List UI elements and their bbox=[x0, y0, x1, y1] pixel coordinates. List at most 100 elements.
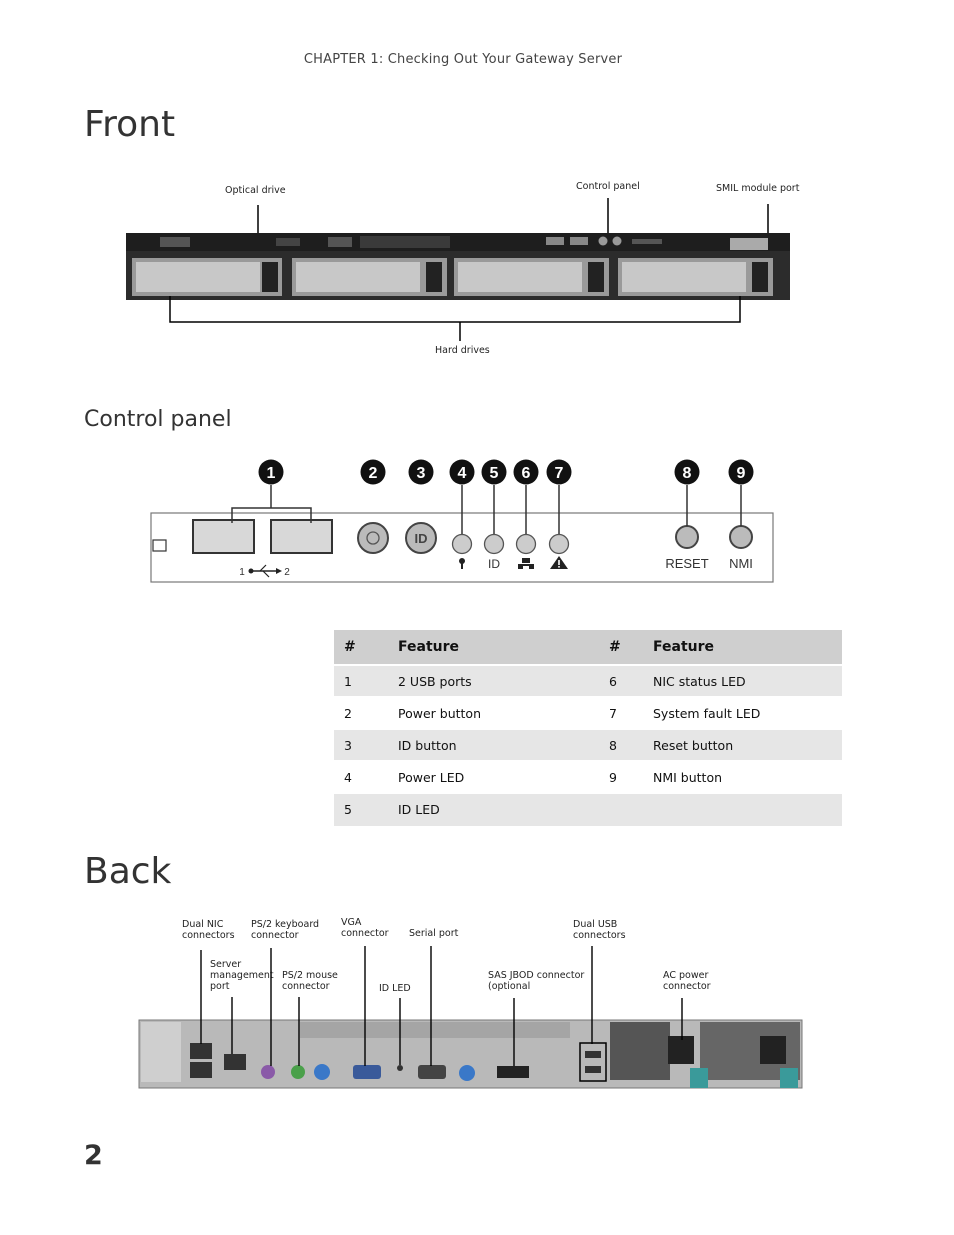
cell: 6 bbox=[599, 664, 652, 697]
cell: ID button bbox=[397, 728, 599, 761]
callout-line: SAS JBOD connector bbox=[488, 970, 585, 981]
callout-line: VGA bbox=[341, 917, 362, 928]
cell: 7 bbox=[599, 696, 652, 729]
table-row: 4 Power LED 9 NMI button bbox=[334, 760, 842, 793]
callout-serial: Serial port bbox=[409, 928, 458, 939]
key-icon bbox=[459, 558, 465, 569]
usb-1-label: 1 bbox=[239, 567, 245, 578]
cell bbox=[599, 792, 652, 826]
callout-id-led: ID LED bbox=[379, 983, 411, 994]
callout-control-panel: Control panel bbox=[576, 181, 640, 192]
drive-bay-1 bbox=[132, 258, 282, 296]
callout-hard-drives: Hard drives bbox=[435, 345, 490, 356]
badge-5 bbox=[481, 459, 507, 485]
callout-line: connectors bbox=[182, 930, 235, 941]
callout-line: Server bbox=[210, 959, 242, 970]
badge-7 bbox=[546, 459, 572, 485]
cell: 3 bbox=[334, 728, 397, 761]
badge-2 bbox=[360, 459, 386, 485]
badge-1-number: 1 bbox=[267, 465, 276, 482]
back-heading: Back bbox=[84, 851, 172, 892]
badge-5-number: 5 bbox=[490, 465, 499, 482]
callout-server-mgmt: Server management port bbox=[210, 959, 274, 992]
cell: NMI button bbox=[652, 760, 842, 793]
network-icon bbox=[518, 558, 534, 569]
callout-line: Dual NIC bbox=[182, 919, 224, 930]
id-led-label: ID bbox=[488, 557, 500, 571]
callout-line: connector bbox=[251, 930, 299, 941]
callout-line: connector bbox=[282, 981, 330, 992]
front-panel-diagram bbox=[126, 198, 790, 341]
cell: System fault LED bbox=[652, 696, 842, 729]
badge-8-number: 8 bbox=[683, 465, 692, 482]
callout-line: Serial port bbox=[409, 928, 459, 939]
badge-8 bbox=[674, 459, 700, 485]
badge-2-number: 2 bbox=[369, 465, 378, 482]
callout-dual-nic: Dual NIC connectors bbox=[182, 919, 235, 941]
callout-line: Dual USB bbox=[573, 919, 618, 930]
running-header: CHAPTER 1: Checking Out Your Gateway Ser… bbox=[303, 52, 623, 67]
reset-label: RESET bbox=[665, 556, 708, 571]
callout-smil-port: SMIL module port bbox=[716, 183, 800, 194]
badge-9-number: 9 bbox=[737, 465, 746, 482]
cell: 5 bbox=[334, 792, 397, 826]
col-number-1: # bbox=[334, 630, 397, 665]
col-number-2: # bbox=[599, 630, 652, 665]
cell: Reset button bbox=[652, 728, 842, 761]
control-panel-diagram: 1 2 3 4 5 6 7 8 9 ID ID RESET NMI 1 2 bbox=[150, 459, 774, 583]
cell: 4 bbox=[334, 760, 397, 793]
id-button-label: ID bbox=[415, 531, 428, 546]
cell: ID LED bbox=[397, 792, 599, 826]
drive-bay-2 bbox=[292, 258, 447, 296]
col-feature-2: Feature bbox=[652, 630, 842, 665]
usb-2-label: 2 bbox=[284, 567, 290, 578]
badge-4 bbox=[449, 459, 475, 485]
drive-bay-4 bbox=[618, 258, 773, 296]
table-row: 5 ID LED bbox=[334, 792, 842, 826]
badge-6-number: 6 bbox=[522, 465, 531, 482]
cell: 2 bbox=[334, 696, 397, 729]
callout-ps2-keyboard: PS/2 keyboard connector bbox=[251, 919, 319, 941]
warning-icon bbox=[550, 556, 568, 569]
callout-line: (optional bbox=[488, 981, 531, 992]
badge-1 bbox=[258, 459, 284, 485]
cell: 2 USB ports bbox=[397, 664, 599, 697]
callout-sas-jbod: SAS JBOD connector (optional bbox=[488, 970, 584, 992]
cell: 8 bbox=[599, 728, 652, 761]
callout-ps2-mouse: PS/2 mouse connector bbox=[282, 970, 338, 992]
callout-line: connector bbox=[663, 981, 711, 992]
cell: Power LED bbox=[397, 760, 599, 793]
cell: NIC status LED bbox=[652, 664, 842, 697]
cell bbox=[652, 792, 842, 826]
table-row: 2 Power button 7 System fault LED bbox=[334, 696, 842, 729]
callout-line: connectors bbox=[573, 930, 626, 941]
badge-7-number: 7 bbox=[555, 465, 564, 482]
page-number: 2 bbox=[84, 1140, 103, 1171]
col-feature-1: Feature bbox=[397, 630, 599, 665]
callout-line: port bbox=[210, 981, 230, 992]
control-panel-heading: Control panel bbox=[84, 407, 232, 432]
badge-6 bbox=[513, 459, 539, 485]
back-panel-diagram bbox=[138, 946, 803, 1089]
cell: 9 bbox=[599, 760, 652, 793]
badge-3-number: 3 bbox=[417, 465, 426, 482]
badge-9 bbox=[728, 459, 754, 485]
front-heading: Front bbox=[84, 104, 176, 145]
badge-3 bbox=[408, 459, 434, 485]
table-row: 3 ID button 8 Reset button bbox=[334, 728, 842, 761]
callout-line: ID LED bbox=[379, 983, 411, 994]
table-row: 1 2 USB ports 6 NIC status LED bbox=[334, 664, 842, 697]
callout-optical-drive: Optical drive bbox=[225, 185, 286, 196]
badge-4-number: 4 bbox=[458, 465, 467, 482]
callout-vga: VGA connector bbox=[341, 917, 389, 939]
callout-line: PS/2 keyboard bbox=[251, 919, 320, 930]
nmi-label: NMI bbox=[729, 556, 753, 571]
cell: 1 bbox=[334, 664, 397, 697]
callout-line: connector bbox=[341, 928, 389, 939]
callout-line: AC power bbox=[663, 970, 709, 981]
callout-line: PS/2 mouse bbox=[282, 970, 338, 981]
usb-icon bbox=[248, 564, 282, 578]
cell: Power button bbox=[397, 696, 599, 729]
feature-table: # Feature # Feature 1 2 USB ports 6 NIC … bbox=[334, 630, 842, 826]
table-header-row: # Feature # Feature bbox=[334, 630, 842, 665]
